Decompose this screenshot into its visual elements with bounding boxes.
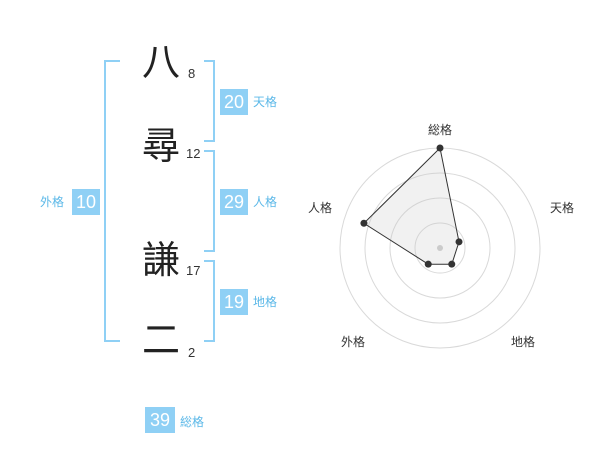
chikaku-value: 19 — [220, 289, 248, 315]
name-char-1: 八 — [142, 40, 181, 84]
axis-label-gaikaku: 外格 — [341, 334, 365, 349]
name-char-3: 謙 — [142, 238, 181, 282]
soukaku-label: 総格 — [180, 415, 205, 429]
tenkaku-value: 20 — [220, 89, 248, 115]
soukaku-value: 39 — [145, 407, 175, 433]
tenkaku-label: 天格 — [253, 95, 278, 109]
radar-ring — [389, 197, 491, 299]
axis-label-chikaku: 地格 — [511, 334, 535, 349]
tenkaku-bracket — [204, 60, 215, 142]
radar-point — [436, 144, 444, 152]
jinkaku-label: 人格 — [253, 195, 278, 209]
stroke-count-3: 17 — [186, 263, 201, 278]
radar-area — [363, 146, 460, 265]
chikaku-bracket — [204, 260, 215, 342]
jinkaku-bracket — [204, 150, 215, 252]
chikaku-label: 地格 — [253, 295, 278, 309]
gaikaku-value: 10 — [72, 189, 100, 215]
axis-label-tenkaku: 天格 — [550, 200, 574, 215]
stroke-count-4: 2 — [188, 345, 196, 360]
radar-point — [455, 238, 463, 246]
radar-ring — [364, 172, 516, 324]
gaikaku-label: 外格 — [40, 195, 65, 209]
radar-point — [424, 260, 432, 268]
radar-center — [437, 245, 443, 251]
name-char-2: 尋 — [142, 124, 181, 168]
stroke-count-2: 12 — [186, 146, 201, 161]
axis-label-jinkaku: 人格 — [308, 200, 332, 215]
name-char-4: 二 — [142, 318, 181, 362]
stroke-count-1: 8 — [188, 66, 196, 81]
radar-point — [360, 219, 368, 227]
radar-ring — [414, 222, 466, 274]
jinkaku-value: 29 — [220, 189, 248, 215]
radar-point — [448, 260, 456, 268]
axis-label-soukaku: 総格 — [428, 122, 452, 137]
gaikaku-bracket — [104, 60, 120, 342]
